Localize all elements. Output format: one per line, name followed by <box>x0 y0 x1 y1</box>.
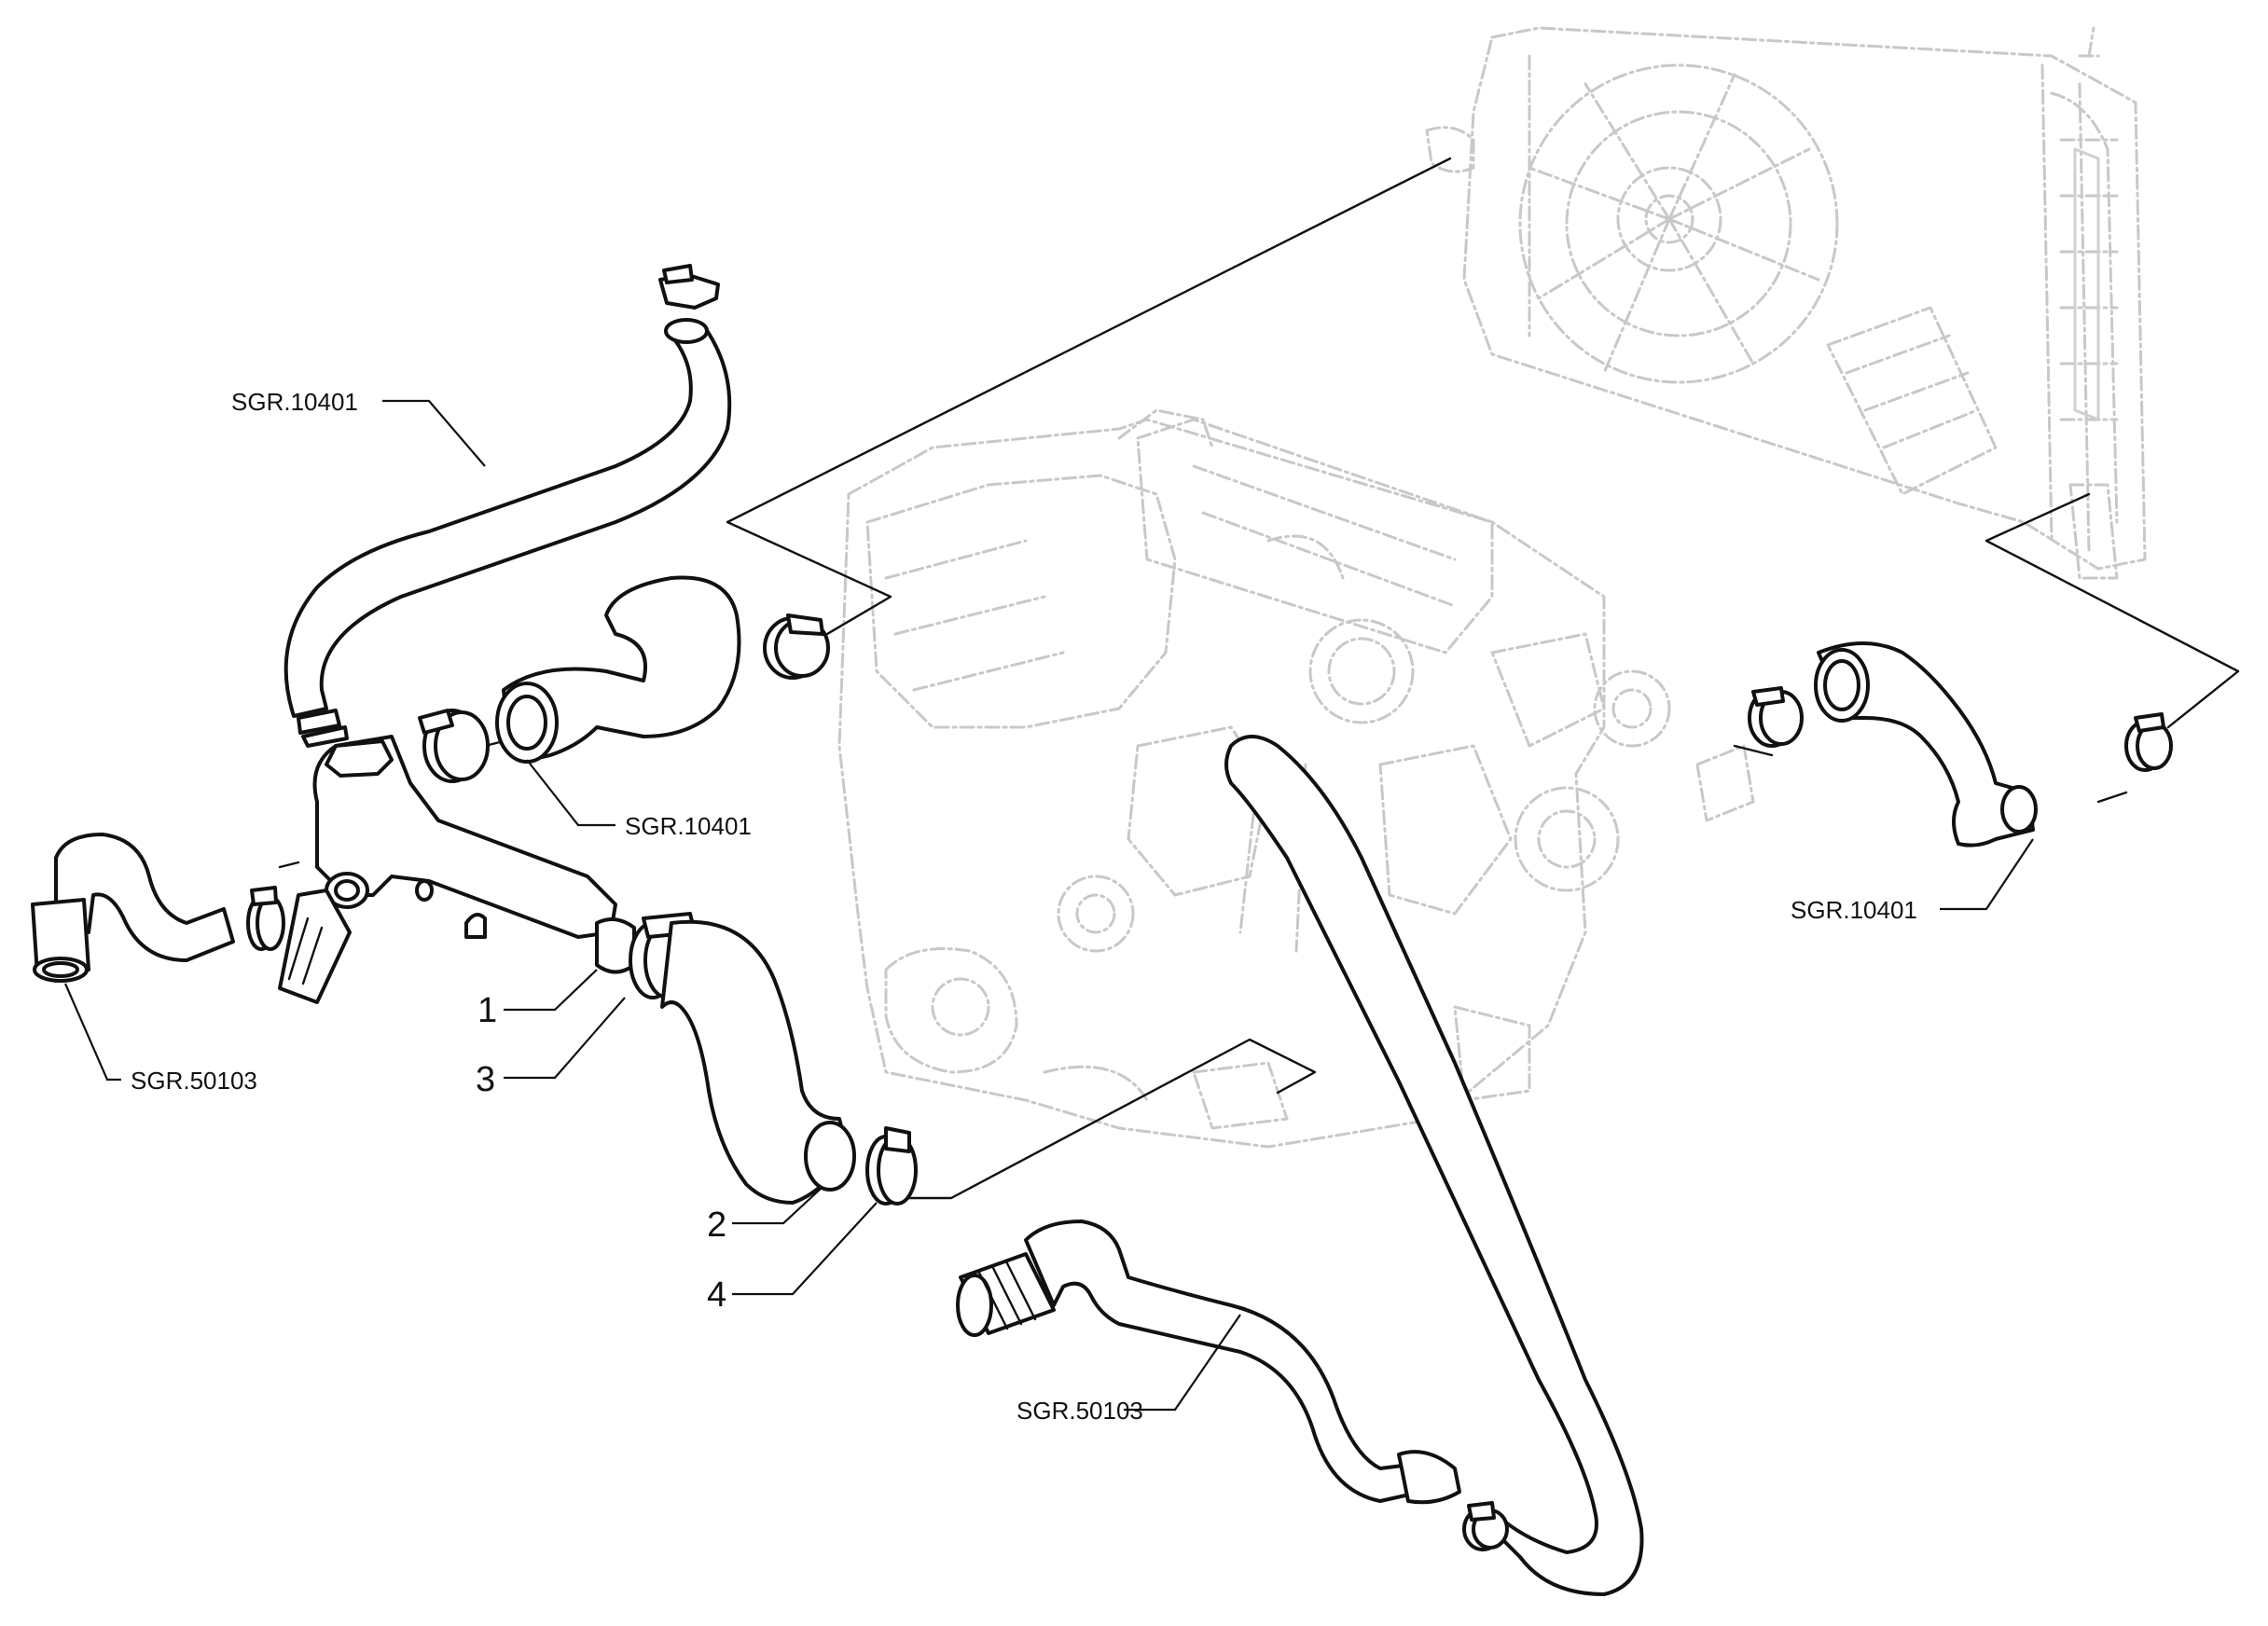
callout-number-1: 1 <box>477 991 497 1030</box>
long-diagonal-hose <box>1224 735 1644 1596</box>
left-small-hose <box>31 833 285 983</box>
callout-sgr-10401-mid: SGR.10401 <box>625 812 752 840</box>
right-hose <box>1748 641 2173 847</box>
part-4-clamp <box>865 1126 918 1206</box>
top-hose <box>284 264 732 748</box>
callout-labels: SGR.10401 SGR.10401 SGR.10401 SGR.50103 … <box>131 388 1917 1425</box>
callout-number-3: 3 <box>476 1060 495 1099</box>
callout-sgr-10401-right: SGR.10401 <box>1791 896 1917 924</box>
callout-sgr-10401-top: SGR.10401 <box>231 388 358 416</box>
callout-number-4: 4 <box>707 1275 726 1315</box>
radiator-fan-assembly-ghost <box>1425 26 2147 580</box>
callout-sgr-50103-bottom: SGR.50103 <box>1016 1397 1143 1425</box>
part-2-hose <box>660 919 856 1205</box>
engine-block-ghost <box>837 408 1755 1149</box>
part-1-water-pipe <box>278 735 636 1004</box>
leader-lines <box>63 399 2034 1412</box>
callout-number-2: 2 <box>707 1206 726 1245</box>
bottom-small-hose <box>956 1220 1509 1551</box>
middle-y-hose <box>418 575 830 783</box>
callout-sgr-50103-left: SGR.50103 <box>131 1067 257 1095</box>
